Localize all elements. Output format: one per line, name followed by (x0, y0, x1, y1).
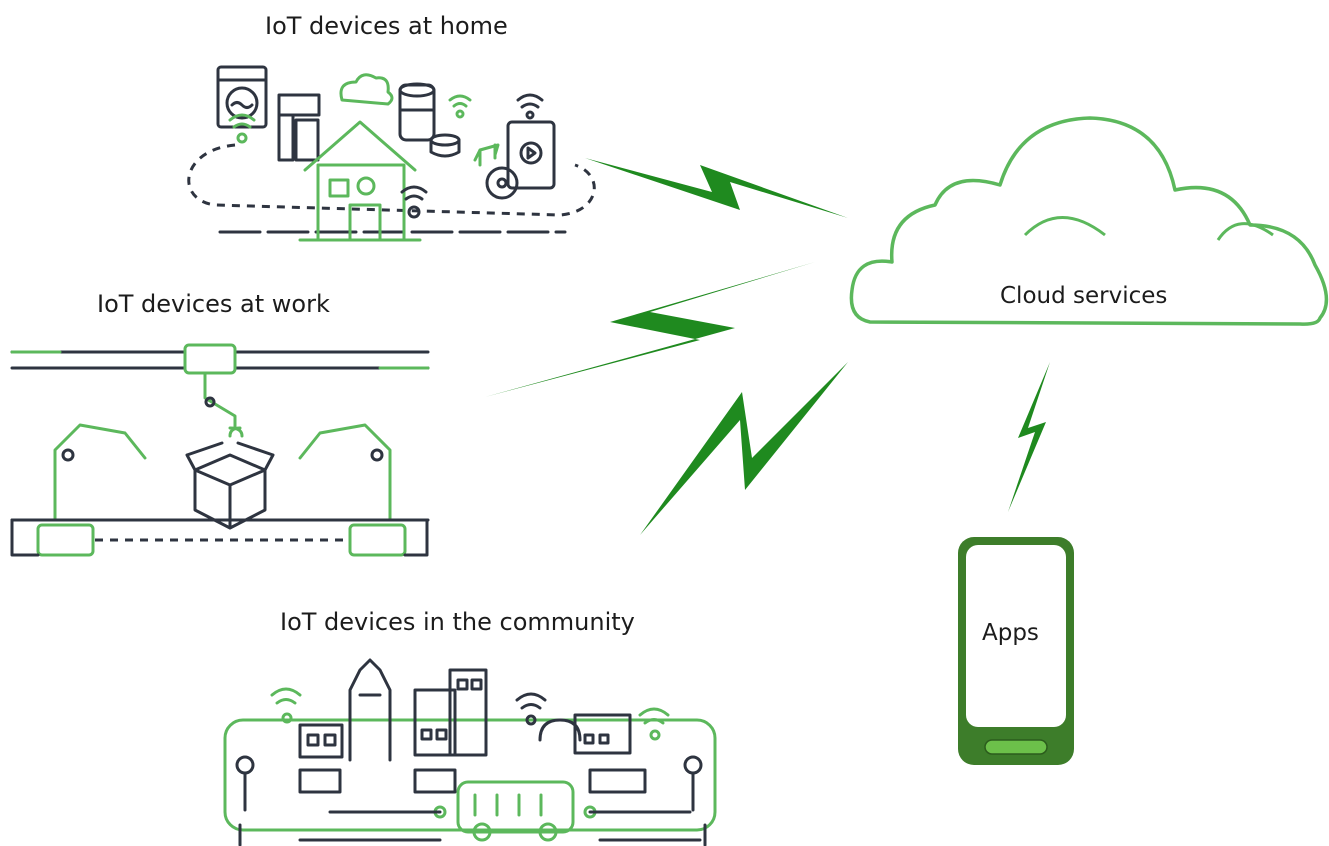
work-label: IoT devices at work (97, 290, 330, 318)
lightning-bolt-icon (485, 158, 1050, 535)
home-label: IoT devices at home (265, 12, 508, 40)
smartphone-icon (958, 537, 1074, 765)
cloud-icon (849, 116, 1329, 326)
factory-robot-arms-icon (10, 343, 430, 557)
apps-label: Apps (982, 620, 1039, 646)
smart-home-devices-icon (187, 65, 596, 242)
cloud-services-label: Cloud services (1000, 283, 1168, 309)
community-label: IoT devices in the community (280, 608, 635, 636)
smart-city-icon (223, 658, 717, 846)
